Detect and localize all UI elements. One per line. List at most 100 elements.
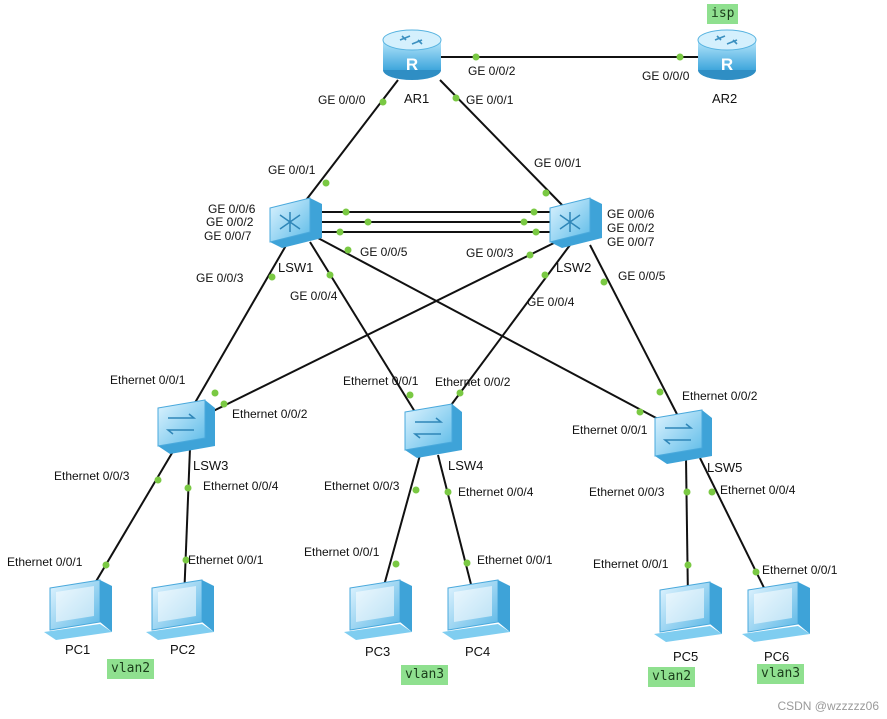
port-label: GE 0/0/0 [642,69,690,83]
device-label-lsw3: LSW3 [193,458,228,473]
core-switch-icon [279,212,301,232]
port-label: GE 0/0/5 [360,245,408,259]
pc-keyboard [442,624,510,640]
port-dot [322,179,330,187]
core-switch-lsw1[interactable] [269,197,322,248]
port-label: Ethernet 0/0/3 [589,485,665,499]
port-label: GE 0/0/2 [206,215,254,229]
router-r-glyph: R [721,55,733,74]
port-dot [541,271,549,279]
port-dot [344,246,352,254]
router-ar2[interactable]: R [697,29,757,80]
link-lsw3-pc2 [183,447,191,601]
port-dot [379,98,387,106]
device-label-pc2: PC2 [170,642,195,657]
link-lsw4-pc3 [379,454,421,601]
port-label: GE 0/0/4 [527,295,575,309]
port-label: GE 0/0/4 [290,289,338,303]
link-lsw5-pc5 [685,457,689,601]
port-label: Ethernet 0/0/1 [477,553,553,567]
router-top [382,29,442,51]
port-dot [184,484,192,492]
port-dot [336,228,344,236]
port-label: Ethernet 0/0/4 [458,485,534,499]
port-label: Ethernet 0/0/1 [7,555,83,569]
core-switch-icon [559,212,581,232]
port-label: GE 0/0/7 [607,235,655,249]
link-lsw4-pc4 [437,454,476,601]
port-dot [412,486,420,494]
links [84,56,771,601]
port-label: GE 0/0/7 [204,229,252,243]
device-label-pc3: PC3 [365,644,390,659]
port-dot [211,389,219,397]
port-label: Ethernet 0/0/4 [720,483,796,497]
device-label-lsw1: LSW1 [278,260,313,275]
link-lsw5-pc6 [699,457,771,601]
access-switch-icon [412,417,444,439]
device-label-pc1: PC1 [65,642,90,657]
port-dot [600,278,608,286]
access-switch-lsw4[interactable] [404,403,462,458]
link-lsw1-lsw4 [309,241,421,421]
port-label: Ethernet 0/0/4 [203,479,279,493]
pc-keyboard [742,626,810,642]
switch-front [157,399,206,447]
pc-screen [666,588,704,624]
pc-screen [754,588,792,624]
port-label: Ethernet 0/0/1 [593,557,669,571]
isp-tag: isp [707,4,739,24]
port-dot [472,53,480,61]
device-label-pc5: PC5 [673,649,698,664]
port-dot [676,53,684,61]
link-lsw1-lsw3 [184,241,289,421]
port-dot [463,559,471,567]
port-dot [444,488,452,496]
port-dot [636,408,644,416]
device-label-lsw2: LSW2 [556,260,591,275]
pc-pc6[interactable] [742,581,810,642]
vlan-tag-pc3-pc4: vlan3 [401,665,449,685]
port-dot [392,560,400,568]
port-dot [683,488,691,496]
port-label: Ethernet 0/0/1 [762,563,838,577]
port-dot [520,218,528,226]
port-label: GE 0/0/1 [466,93,514,107]
router-ar1[interactable]: R [382,29,442,80]
switch-front [654,409,703,457]
port-label: GE 0/0/0 [318,93,366,107]
pc-pc1[interactable] [44,579,112,640]
port-dot [530,208,538,216]
access-switch-lsw5[interactable] [654,409,712,464]
link-lsw2-lsw3 [194,239,561,421]
port-dot [452,94,460,102]
port-dot [220,400,228,408]
port-label: GE 0/0/6 [208,202,256,216]
access-switch-lsw3[interactable] [157,399,215,454]
router-top [697,29,757,51]
pc-pc2[interactable] [146,579,214,640]
device-label-pc4: PC4 [465,644,490,659]
port-dot [708,488,716,496]
pc-keyboard [44,624,112,640]
core-switch-lsw2[interactable] [549,197,602,248]
port-dot [268,273,276,281]
pc-keyboard [146,624,214,640]
device-label-ar1: AR1 [404,91,429,106]
port-dot [342,208,350,216]
pc-pc3[interactable] [344,579,412,640]
pc-pc5[interactable] [654,581,722,642]
pc-keyboard [654,626,722,642]
pc-tower [400,580,412,632]
watermark: CSDN @wzzzzz06 [777,699,879,713]
port-dot [752,568,760,576]
pc-pc4[interactable] [442,579,510,640]
link-lsw2-lsw5 [589,244,681,421]
port-dot [102,561,110,569]
port-dot [526,251,534,259]
port-dot [684,561,692,569]
port-label: GE 0/0/2 [607,221,655,235]
port-dots [102,53,760,576]
pc-tower [202,580,214,632]
port-label: Ethernet 0/0/2 [435,375,511,389]
